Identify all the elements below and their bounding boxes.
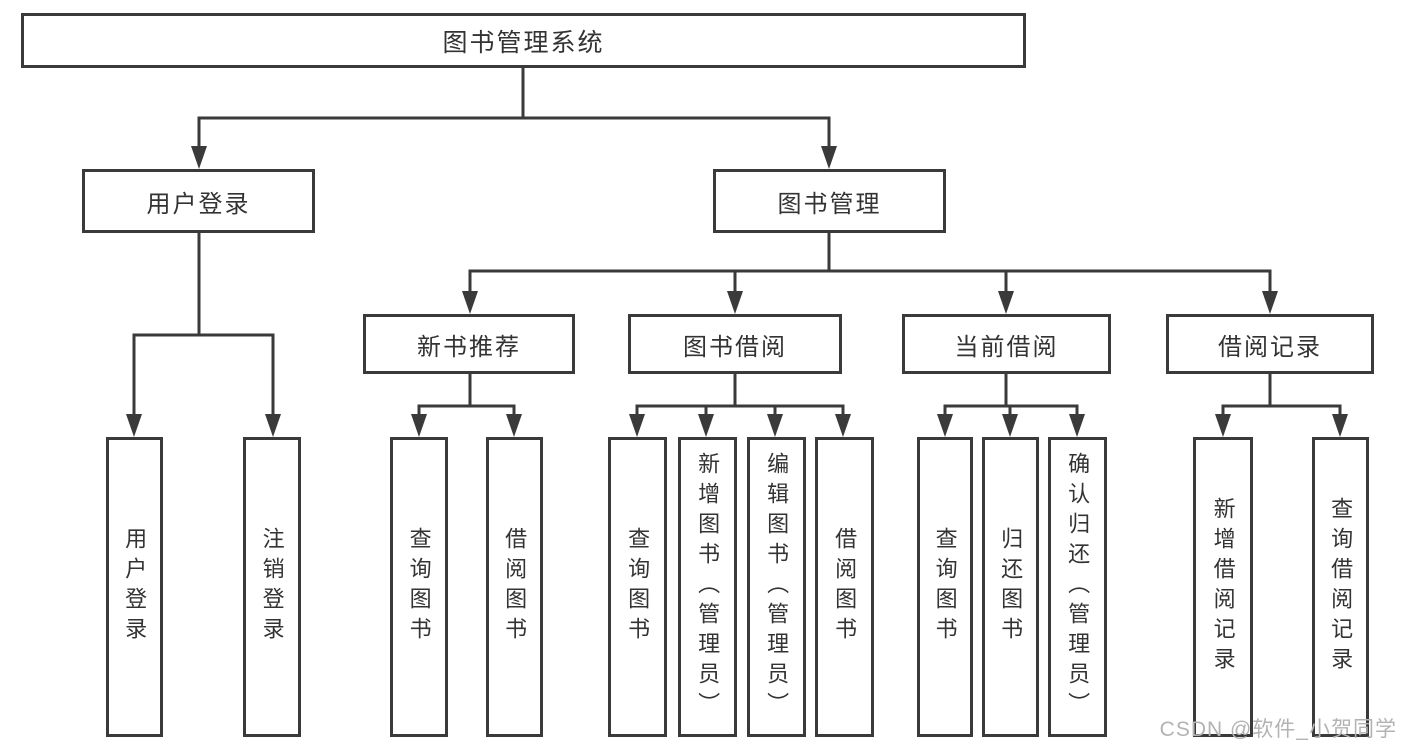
leaf-borrow-book-2: 借阅图书 xyxy=(815,437,874,737)
node-user-login: 用户登录 xyxy=(82,169,315,233)
node-current-borrow: 当前借阅 xyxy=(902,314,1111,374)
leaf-add-book-admin: 新增图书（管理员） xyxy=(678,437,737,737)
leaf-edit-book-admin: 编辑图书（管理员） xyxy=(747,437,806,737)
leaf-user-login: 用户登录 xyxy=(106,437,163,737)
leaf-borrow-book-1-label: 借阅图书 xyxy=(502,527,528,647)
leaf-query-book-3: 查询图书 xyxy=(917,437,973,737)
leaf-borrow-book-2-label: 借阅图书 xyxy=(832,527,858,647)
leaf-logout-label: 注销登录 xyxy=(259,527,285,647)
node-book-management: 图书管理 xyxy=(713,169,946,233)
leaf-query-book-3-label: 查询图书 xyxy=(932,527,958,647)
leaf-user-login-label: 用户登录 xyxy=(122,527,148,647)
node-book-borrow: 图书借阅 xyxy=(628,314,842,374)
leaf-add-borrow-record: 新增借阅记录 xyxy=(1193,437,1253,737)
leaf-add-book-admin-label: 新增图书（管理员） xyxy=(695,452,721,722)
node-new-book-recommend: 新书推荐 xyxy=(363,314,575,374)
leaf-edit-book-admin-label: 编辑图书（管理员） xyxy=(764,452,790,722)
leaf-return-book-label: 归还图书 xyxy=(998,527,1024,647)
leaf-confirm-return-admin-label: 确认归还（管理员） xyxy=(1065,452,1091,722)
arrowheads xyxy=(126,146,1348,437)
leaf-query-borrow-record-label: 查询借阅记录 xyxy=(1328,497,1354,677)
leaf-query-book-1-label: 查询图书 xyxy=(406,527,432,647)
leaf-query-book-1: 查询图书 xyxy=(390,437,448,737)
leaf-query-book-2-label: 查询图书 xyxy=(625,527,651,647)
node-root-library-system: 图书管理系统 xyxy=(21,13,1026,68)
node-borrow-record: 借阅记录 xyxy=(1166,314,1374,374)
leaf-return-book: 归还图书 xyxy=(982,437,1039,737)
leaf-borrow-book-1: 借阅图书 xyxy=(486,437,543,737)
leaf-logout: 注销登录 xyxy=(243,437,301,737)
leaf-confirm-return-admin: 确认归还（管理员） xyxy=(1048,437,1107,737)
leaf-query-borrow-record: 查询借阅记录 xyxy=(1312,437,1369,737)
leaf-query-book-2: 查询图书 xyxy=(608,437,667,737)
csdn-watermark: CSDN @软件_小贺同学 xyxy=(1159,718,1397,741)
leaf-add-borrow-record-label: 新增借阅记录 xyxy=(1210,497,1236,677)
